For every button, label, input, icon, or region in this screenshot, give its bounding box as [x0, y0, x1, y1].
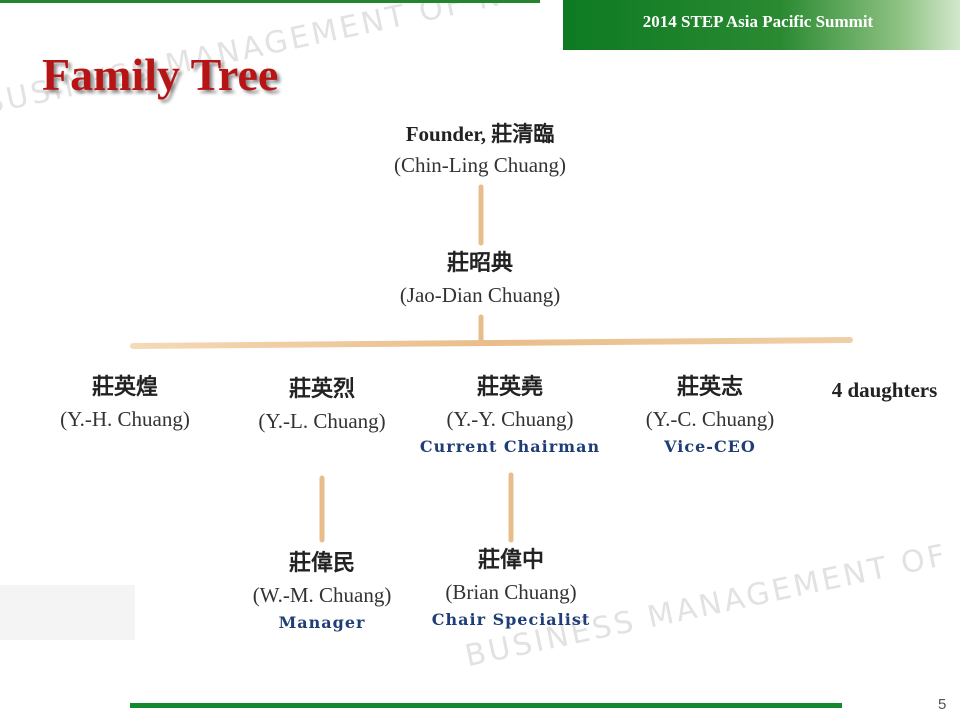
node-founder: Founder, 莊清臨 (Chin-Ling Chuang) — [330, 118, 630, 180]
gen3-english-name: (Y.-Y. Chuang) — [446, 407, 574, 431]
header-banner — [563, 0, 960, 50]
gen3-english-name: (Y.-C. Chuang) — [645, 407, 775, 431]
header-bar: 2014 STEP Asia Pacific Summit — [0, 0, 960, 50]
node-gen2: 莊昭典 (Jao-Dian Chuang) — [330, 248, 630, 310]
node-gen3-yh: 莊英煌 (Y.-H. Chuang) — [20, 372, 230, 434]
founder-english-name: (Chin-Ling Chuang) — [393, 153, 567, 177]
gen3-chinese-name: 莊英煌 — [91, 375, 158, 400]
gen4-english-name: (W.-M. Chuang) — [252, 583, 392, 607]
gen4-english-name: (Brian Chuang) — [445, 580, 577, 604]
gen3-role: Current Chairman — [419, 437, 601, 456]
gen4-chinese-name: 莊偉中 — [477, 548, 544, 573]
footer-bar — [130, 703, 842, 708]
gen3-chinese-name: 莊英烈 — [288, 377, 355, 402]
slide-title: Family Tree — [42, 49, 279, 100]
gen3-english-name: (Y.-L. Chuang) — [258, 409, 386, 433]
gen3-english-name: (Y.-H. Chuang) — [60, 407, 190, 431]
connector-sibling-bar — [130, 337, 853, 349]
gen2-chinese-name: 莊昭典 — [446, 251, 513, 276]
gen3-role: Vice-CEO — [664, 437, 756, 456]
gen3-chinese-name: 莊英堯 — [476, 375, 543, 400]
page-number: 5 — [938, 696, 947, 713]
gen4-chinese-name: 莊偉民 — [288, 551, 355, 576]
node-daughters: 4 daughters — [831, 378, 938, 402]
gen4-role: Chair Specialist — [431, 610, 591, 629]
gen4-role: Manager — [278, 613, 366, 632]
node-gen3-yy: 莊英堯 (Y.-Y. Chuang) Current Chairman — [400, 372, 620, 460]
node-gen3-yc: 莊英志 (Y.-C. Chuang) Vice-CEO — [600, 372, 820, 460]
header-rule — [0, 0, 540, 3]
footer-shade — [0, 585, 135, 640]
node-gen3-yl: 莊英烈 (Y.-L. Chuang) — [217, 374, 427, 436]
node-gen4-brian: 莊偉中 (Brian Chuang) Chair Specialist — [400, 545, 622, 633]
gen3-chinese-name: 莊英志 — [676, 375, 743, 400]
node-gen4-wm: 莊偉民 (W.-M. Chuang) Manager — [212, 548, 432, 636]
founder-label: Founder, 莊清臨 — [405, 122, 555, 146]
gen2-english-name: (Jao-Dian Chuang) — [399, 283, 561, 307]
event-title: 2014 STEP Asia Pacific Summit — [642, 12, 874, 31]
